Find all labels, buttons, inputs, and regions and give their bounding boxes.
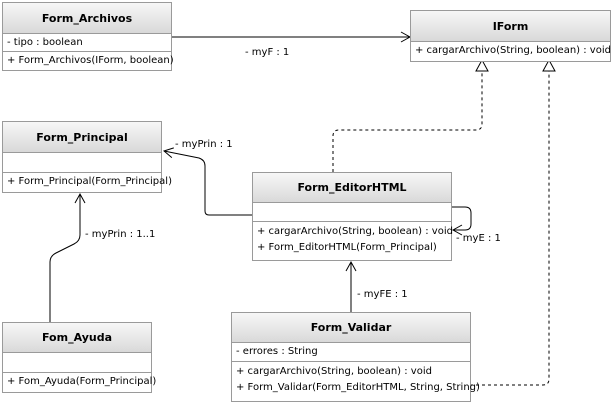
operation: + cargarArchivo(String, boolean) : void: [236, 366, 432, 377]
class-fom-ayuda[interactable]: Fom_Ayuda + Fom_Ayuda(Form_Principal): [2, 322, 157, 393]
operations-compartment: + Form_Archivos(IForm, boolean): [3, 52, 174, 70]
operations-compartment: + cargarArchivo(String, boolean) : void: [411, 42, 611, 60]
class-form-archivos[interactable]: Form_Archivos - tipo : boolean + Form_Ar…: [2, 2, 174, 71]
class-form-principal[interactable]: Form_Principal + Form_Principal(Form_Pri…: [2, 121, 172, 193]
label-myE: - myE : 1: [456, 233, 501, 244]
attributes-compartment: [3, 153, 161, 173]
label-myPrin-ayuda: - myPrin : 1..1: [85, 229, 155, 240]
operations-compartment: + cargarArchivo(String, boolean) : void …: [253, 222, 453, 257]
attributes-compartment: - errores : String: [232, 343, 470, 362]
class-name: IForm: [411, 11, 610, 42]
association-editor-principal: [162, 147, 252, 216]
attributes-compartment: [3, 353, 151, 373]
realization-validar-iform: [470, 58, 556, 386]
attribute: - tipo : boolean: [7, 37, 83, 48]
realization-editor-iform: [332, 58, 489, 172]
class-name: Form_EditorHTML: [253, 173, 451, 203]
operations-compartment: + cargarArchivo(String, boolean) : void …: [232, 362, 480, 397]
label-myF: - myF : 1: [245, 47, 289, 58]
attribute: - errores : String: [236, 346, 318, 357]
operation: + Form_EditorHTML(Form_Principal): [257, 242, 437, 253]
association-ayuda-principal: [49, 192, 86, 322]
class-name: Form_Validar: [232, 313, 470, 343]
attributes-compartment: [253, 203, 451, 222]
operation: + Fom_Ayuda(Form_Principal): [7, 376, 157, 387]
label-myFE: - myFE : 1: [357, 289, 408, 300]
label-myPrin-editor: - myPrin : 1: [175, 139, 233, 150]
class-form-validar[interactable]: Form_Validar - errores : String + cargar…: [231, 312, 480, 402]
attributes-compartment: - tipo : boolean: [3, 34, 171, 52]
class-name: Fom_Ayuda: [3, 323, 151, 353]
operation: + cargarArchivo(String, boolean) : void: [257, 226, 453, 237]
operation: + Form_Principal(Form_Principal): [7, 176, 172, 187]
operation: + Form_Archivos(IForm, boolean): [7, 55, 174, 66]
operation: + cargarArchivo(String, boolean) : void: [415, 45, 611, 56]
operation: + Form_Validar(Form_EditorHTML, String, …: [236, 382, 480, 393]
interface-iform[interactable]: IForm + cargarArchivo(String, boolean) :…: [410, 10, 611, 62]
operations-compartment: + Fom_Ayuda(Form_Principal): [3, 373, 157, 391]
class-form-editorhtml[interactable]: Form_EditorHTML + cargarArchivo(String, …: [252, 172, 453, 261]
association-editor-self: [451, 206, 472, 236]
class-name: Form_Principal: [3, 122, 161, 153]
operations-compartment: + Form_Principal(Form_Principal): [3, 173, 172, 191]
class-name: Form_Archivos: [3, 3, 171, 34]
